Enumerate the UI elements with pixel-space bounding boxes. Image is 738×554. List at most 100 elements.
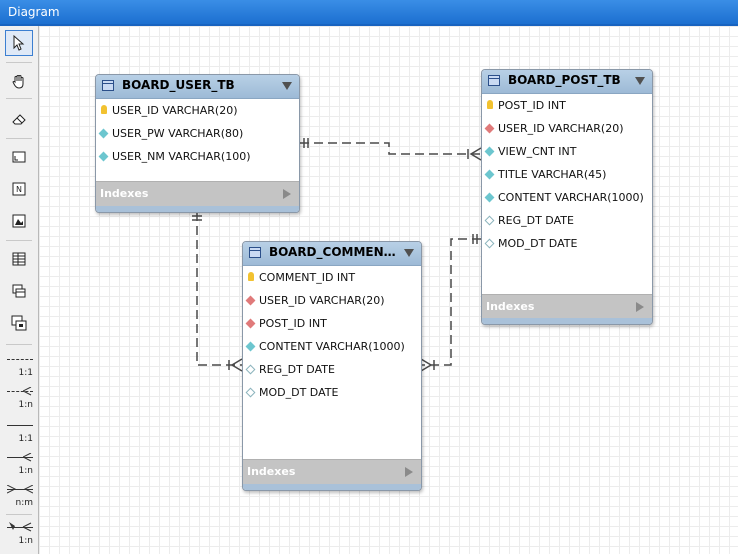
relationship-label: 1:n: [18, 536, 33, 546]
table-board-comment[interactable]: BOARD_COMMENT... COMMENT_ID INT USER_ID …: [242, 241, 422, 491]
not-null-column-icon: [98, 128, 109, 139]
collapse-arrow-icon[interactable]: [635, 77, 645, 85]
expand-arrow-icon[interactable]: [636, 302, 644, 312]
table-header[interactable]: BOARD_USER_TB: [96, 75, 299, 99]
expand-arrow-icon[interactable]: [283, 189, 291, 199]
new-table-tool-button[interactable]: [5, 246, 33, 272]
column-row[interactable]: REG_DT DATE: [243, 358, 421, 381]
column-row[interactable]: MOD_DT DATE: [482, 232, 652, 255]
image-icon: [12, 214, 26, 228]
column-row[interactable]: REG_DT DATE: [482, 209, 652, 232]
column-row[interactable]: TITLE VARCHAR(45): [482, 163, 652, 186]
select-tool-button[interactable]: [5, 30, 33, 56]
table-icon: [249, 247, 261, 258]
table-board-user[interactable]: BOARD_USER_TB USER_ID VARCHAR(20) USER_P…: [95, 74, 300, 213]
collapse-arrow-icon[interactable]: [282, 82, 292, 90]
new-view-tool-button[interactable]: [5, 278, 33, 304]
relationship-1-n-identifying-tool[interactable]: 1:n: [5, 448, 35, 478]
column-row[interactable]: CONTENT VARCHAR(1000): [482, 186, 652, 209]
column-text: POST_ID INT: [498, 99, 566, 112]
indexes-label: Indexes: [486, 300, 535, 313]
relationship-existing-columns-tool[interactable]: 1:n: [5, 518, 35, 548]
relationship-1-1-non-identifying-tool[interactable]: 1:1: [5, 350, 35, 380]
table-icon: [102, 80, 114, 91]
image-tool-button[interactable]: [5, 208, 33, 234]
column-text: VIEW_CNT INT: [498, 145, 577, 158]
column-row[interactable]: POST_ID INT: [243, 312, 421, 335]
relationship-label: n:m: [15, 498, 33, 508]
not-null-column-icon: [98, 151, 109, 162]
nullable-column-icon: [245, 387, 256, 398]
relationship-1-n-non-identifying-tool[interactable]: 1:n: [5, 382, 35, 412]
column-text: USER_ID VARCHAR(20): [259, 294, 385, 307]
relationship-label: 1:n: [18, 466, 33, 476]
note-icon: N: [12, 182, 26, 196]
foreign-key-icon: [484, 123, 495, 134]
indexes-section[interactable]: Indexes: [243, 459, 421, 484]
table-header[interactable]: BOARD_COMMENT...: [243, 242, 421, 266]
table-name: BOARD_COMMENT...: [269, 245, 397, 259]
column-text: REG_DT DATE: [259, 363, 335, 376]
hand-tool-button[interactable]: [5, 68, 33, 94]
nullable-column-icon: [245, 364, 256, 375]
table-icon: [488, 75, 500, 86]
foreign-key-icon: [245, 318, 256, 329]
column-row[interactable]: USER_ID VARCHAR(20): [482, 117, 652, 140]
eraser-icon: [12, 114, 26, 125]
column-row[interactable]: USER_PW VARCHAR(80): [96, 122, 299, 145]
nullable-column-icon: [484, 215, 495, 226]
nullable-column-icon: [484, 238, 495, 249]
layer-icon: [12, 151, 26, 163]
relationship-n-m-tool[interactable]: n:m: [5, 480, 35, 510]
column-text: COMMENT_ID INT: [259, 271, 356, 284]
not-null-column-icon: [245, 341, 256, 352]
column-text: MOD_DT DATE: [259, 386, 339, 399]
column-row[interactable]: COMMENT_ID INT: [243, 266, 421, 289]
not-null-column-icon: [484, 146, 495, 157]
column-row[interactable]: USER_ID VARCHAR(20): [96, 99, 299, 122]
table-board-post[interactable]: BOARD_POST_TB POST_ID INT USER_ID VARCHA…: [481, 69, 653, 325]
table-name: BOARD_POST_TB: [508, 73, 621, 87]
relationship-label: 1:1: [18, 434, 33, 444]
indexes-section[interactable]: Indexes: [96, 181, 299, 206]
table-header[interactable]: BOARD_POST_TB: [482, 70, 652, 94]
column-text: POST_ID INT: [259, 317, 327, 330]
expand-arrow-icon[interactable]: [405, 467, 413, 477]
column-text: TITLE VARCHAR(45): [498, 168, 607, 181]
relationship-label: 1:n: [18, 400, 33, 410]
relationship-1-1-identifying-tool[interactable]: 1:1: [5, 416, 35, 446]
table-icon: [12, 252, 26, 266]
indexes-label: Indexes: [100, 187, 149, 200]
column-text: USER_ID VARCHAR(20): [112, 104, 238, 117]
column-row[interactable]: USER_ID VARCHAR(20): [243, 289, 421, 312]
eraser-tool-button[interactable]: [5, 106, 33, 132]
pointer-icon: [13, 35, 25, 51]
foreign-key-icon: [245, 295, 256, 306]
column-text: CONTENT VARCHAR(1000): [498, 191, 644, 204]
collapse-arrow-icon[interactable]: [404, 249, 414, 257]
layer-tool-button[interactable]: [5, 144, 33, 170]
column-row[interactable]: VIEW_CNT INT: [482, 140, 652, 163]
column-text: USER_NM VARCHAR(100): [112, 150, 251, 163]
primary-key-icon: [101, 105, 107, 114]
column-row[interactable]: USER_NM VARCHAR(100): [96, 145, 299, 168]
indexes-section[interactable]: Indexes: [482, 294, 652, 319]
not-null-column-icon: [484, 169, 495, 180]
routine-group-icon: [11, 315, 27, 331]
svg-text:N: N: [16, 185, 22, 194]
view-icon: [12, 284, 26, 298]
text-note-tool-button[interactable]: N: [5, 176, 33, 202]
column-text: REG_DT DATE: [498, 214, 574, 227]
hand-icon: [12, 75, 24, 89]
diagram-title-bar: Diagram: [0, 0, 738, 26]
column-row[interactable]: CONTENT VARCHAR(1000): [243, 335, 421, 358]
relationship-label: 1:1: [18, 368, 33, 378]
column-text: MOD_DT DATE: [498, 237, 578, 250]
column-row[interactable]: POST_ID INT: [482, 94, 652, 117]
not-null-column-icon: [484, 192, 495, 203]
window-title: Diagram: [8, 5, 60, 19]
table-name: BOARD_USER_TB: [122, 78, 235, 92]
column-text: USER_PW VARCHAR(80): [112, 127, 244, 140]
new-routine-group-tool-button[interactable]: [5, 310, 33, 336]
column-row[interactable]: MOD_DT DATE: [243, 381, 421, 404]
